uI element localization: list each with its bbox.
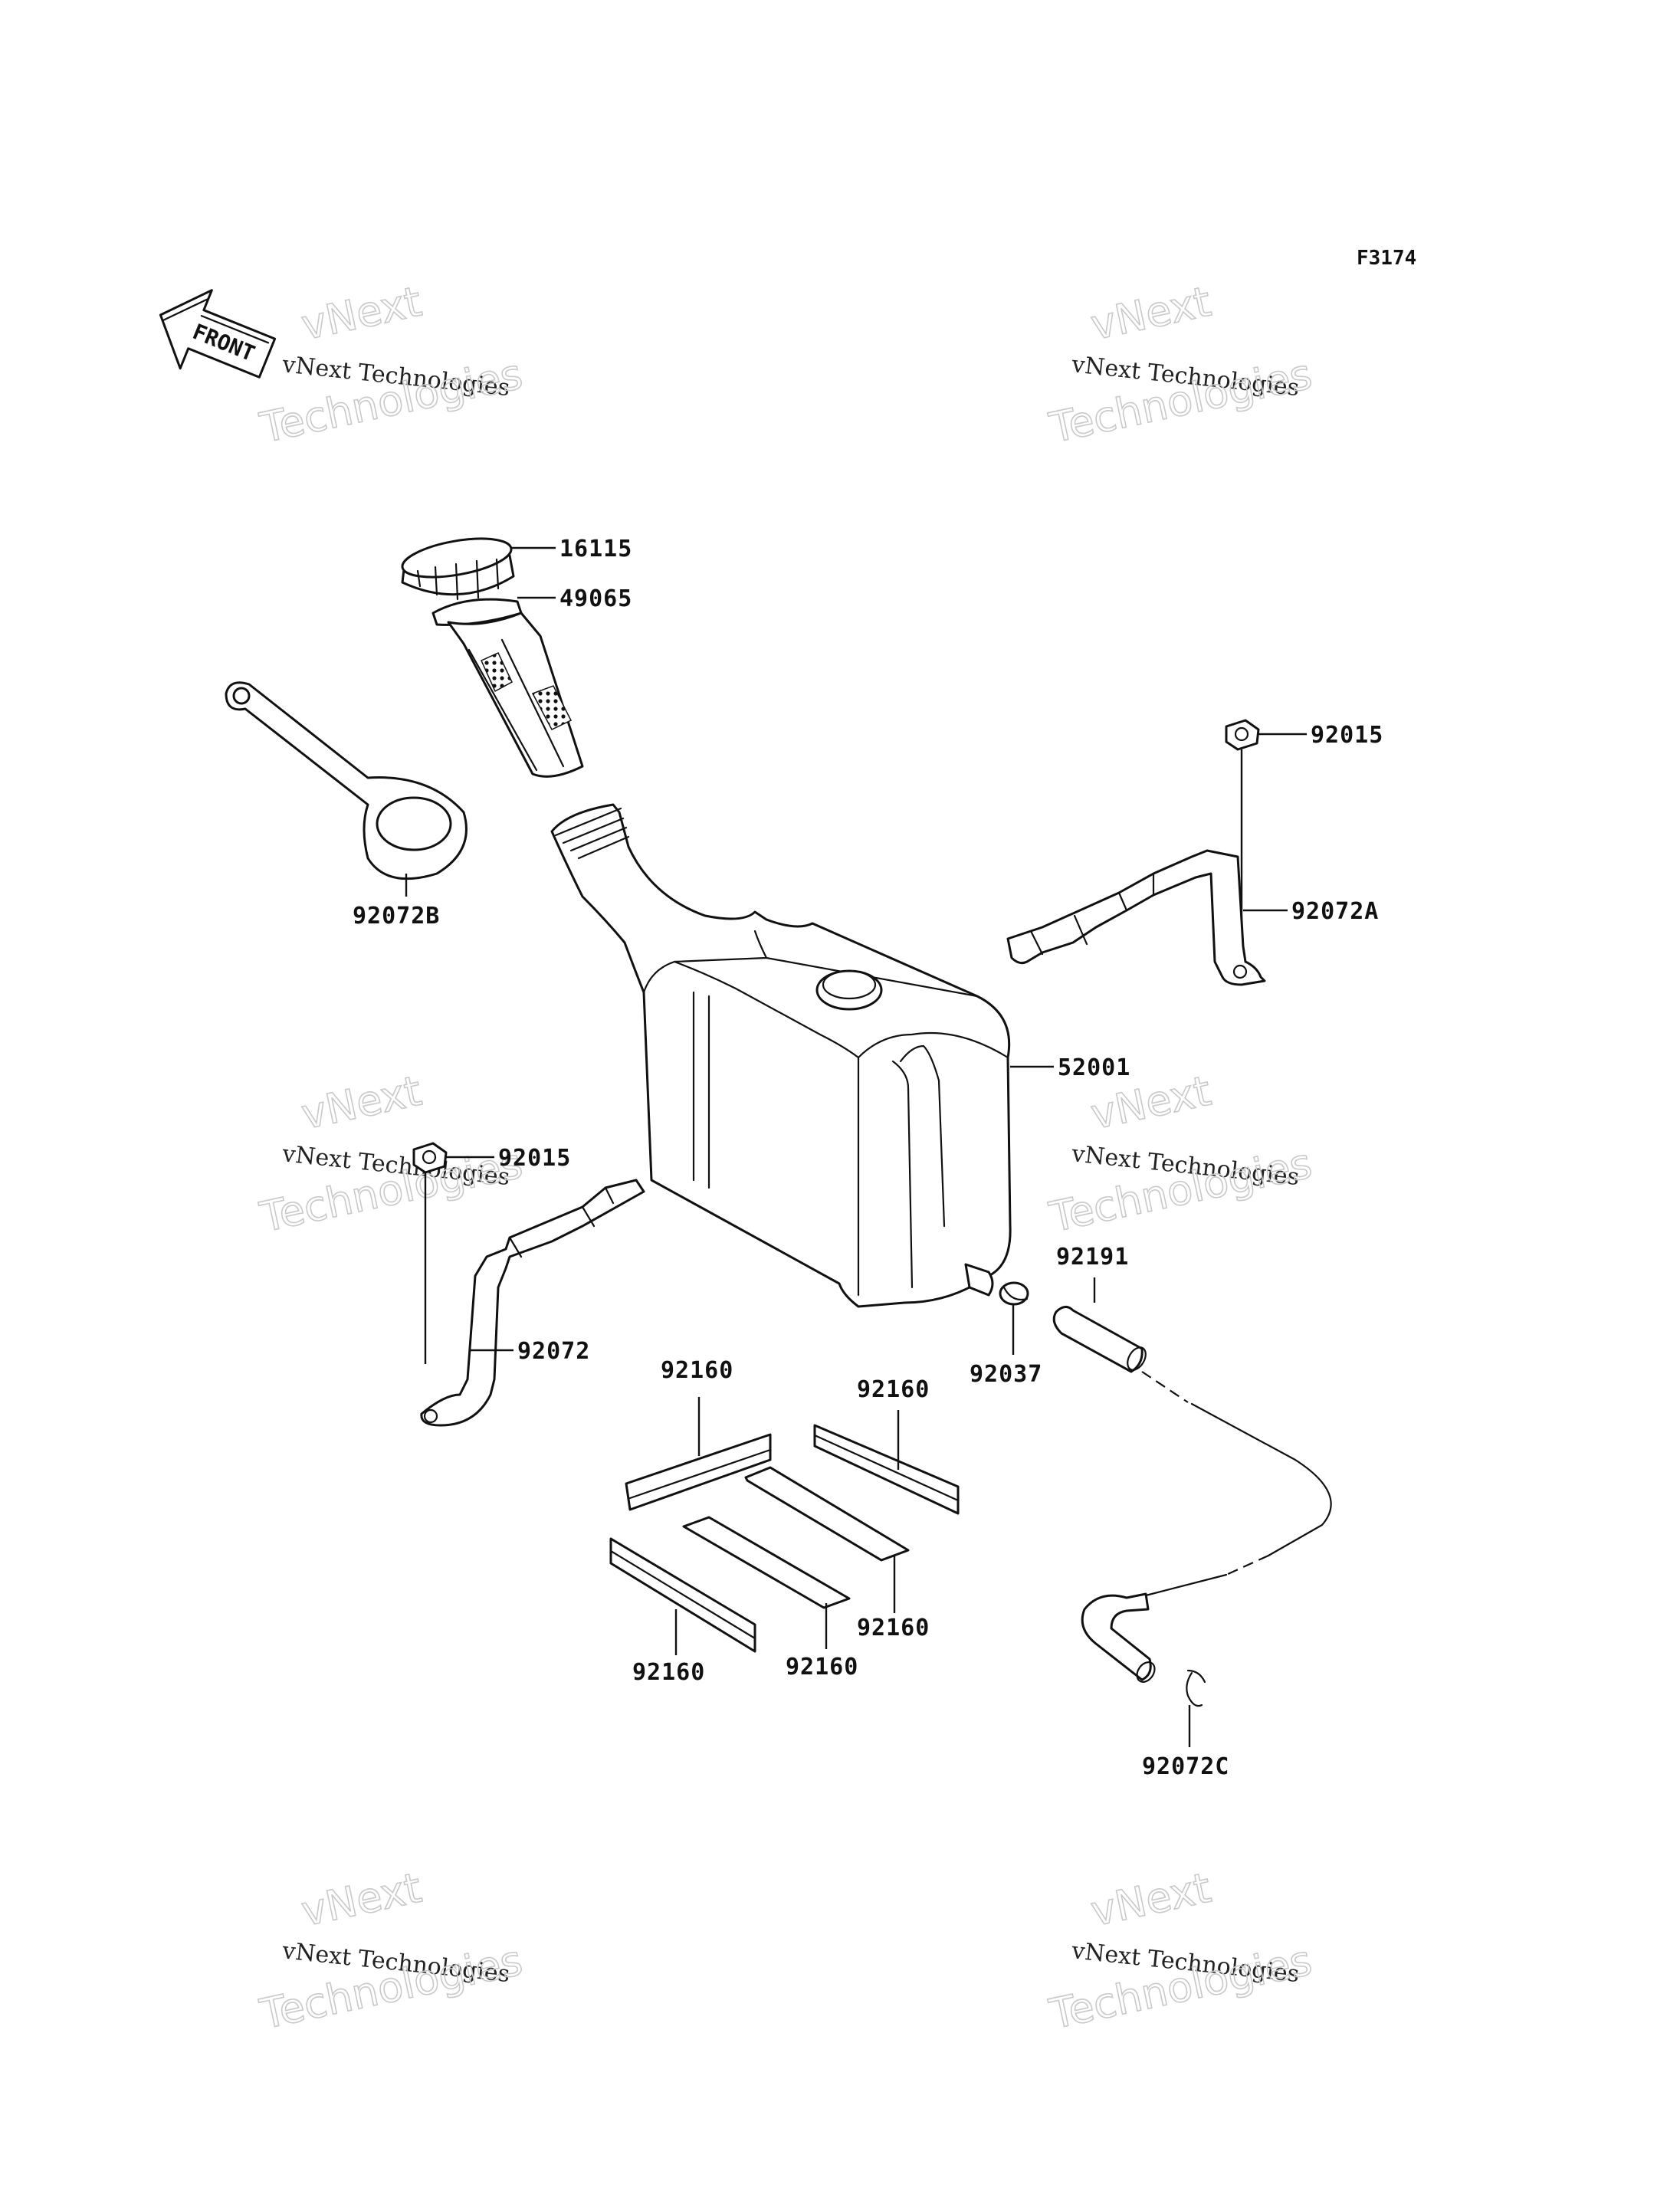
ref-92015-left: 92015 bbox=[498, 1145, 571, 1172]
ref-16115: 16115 bbox=[559, 536, 632, 562]
pad-92160-e: 92160 bbox=[609, 1537, 756, 1686]
filter-49065: 49065 bbox=[431, 585, 632, 778]
strap-92072: 92072 bbox=[420, 1179, 645, 1427]
cap-16115: 16115 bbox=[401, 536, 632, 601]
svg-text:vNext: vNext bbox=[1087, 277, 1215, 349]
ref-92160-b: 92160 bbox=[857, 1376, 930, 1403]
nut-92015-right: 92015 bbox=[1225, 719, 1383, 946]
svg-text:vNext: vNext bbox=[297, 1864, 425, 1936]
ref-92160-a: 92160 bbox=[661, 1357, 733, 1384]
watermark-line1: vNext bbox=[297, 277, 425, 349]
pad-92160-a: 92160 bbox=[625, 1357, 772, 1511]
svg-text:vNext: vNext bbox=[1087, 1864, 1215, 1936]
ref-92160-e: 92160 bbox=[632, 1659, 705, 1686]
gasket-92072B: 92072B bbox=[225, 681, 468, 930]
pad-92160-c: 92160 bbox=[744, 1466, 930, 1641]
pad-92160-b: 92160 bbox=[813, 1376, 960, 1515]
ref-92072A: 92072A bbox=[1291, 898, 1379, 925]
pad-92160-d: 92160 bbox=[682, 1516, 858, 1681]
clip-92072C: 92072C bbox=[1142, 1669, 1229, 1780]
ref-92160-c: 92160 bbox=[857, 1615, 930, 1641]
svg-text:vNext: vNext bbox=[297, 1067, 425, 1139]
ref-52001: 52001 bbox=[1058, 1054, 1130, 1081]
nut-92015-left: 92015 bbox=[412, 1142, 571, 1364]
ref-92072C: 92072C bbox=[1142, 1753, 1229, 1780]
figure-id: F3174 bbox=[1357, 247, 1416, 270]
front-arrow-icon: FRONT bbox=[159, 289, 277, 379]
ref-92191: 92191 bbox=[1056, 1244, 1129, 1271]
ref-92160-d: 92160 bbox=[786, 1654, 858, 1681]
ref-92072B: 92072B bbox=[353, 903, 440, 930]
ref-92015-right: 92015 bbox=[1311, 722, 1383, 749]
clamp-92037: 92037 bbox=[970, 1281, 1042, 1388]
hose-92191: 92191 bbox=[1052, 1244, 1332, 1683]
ref-49065: 49065 bbox=[559, 585, 632, 612]
ref-92037: 92037 bbox=[970, 1361, 1042, 1388]
ref-92072: 92072 bbox=[517, 1338, 590, 1365]
tank-52001: 52001 bbox=[550, 803, 1130, 1308]
strap-92072A: 92072A bbox=[1006, 849, 1379, 986]
